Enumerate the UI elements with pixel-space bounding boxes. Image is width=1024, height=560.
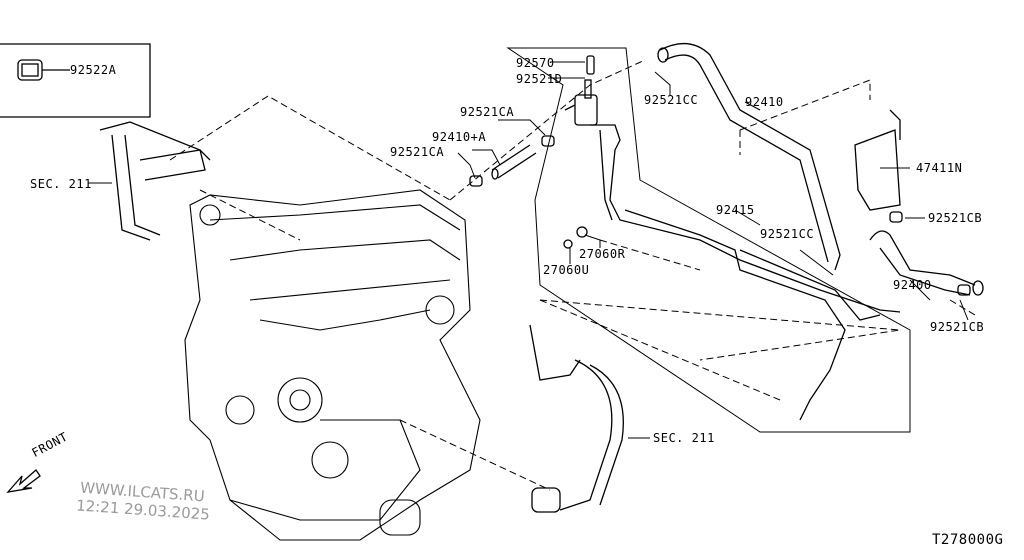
diagram-code: T278000G bbox=[932, 532, 1004, 548]
label-92521CC-mid: 92521CC bbox=[760, 227, 815, 241]
leader-lines bbox=[88, 61, 969, 439]
assembly-frame bbox=[506, 47, 911, 433]
label-92410A: 92410+A bbox=[432, 130, 487, 144]
label-92521CB-top: 92521CB bbox=[928, 211, 983, 225]
label-92415: 92415 bbox=[716, 203, 755, 217]
bracket-47411N bbox=[854, 109, 901, 211]
inset-frame bbox=[0, 43, 151, 118]
label-92521D: 92521D bbox=[516, 72, 563, 86]
hose-92410A bbox=[491, 144, 537, 180]
water-outlet-valve bbox=[564, 55, 901, 421]
left-pipe bbox=[99, 121, 211, 241]
label-92570: 92570 bbox=[516, 56, 555, 70]
label-92521CC-top: 92521CC bbox=[644, 93, 699, 107]
label-sec-211-left[interactable]: SEC. 211 bbox=[30, 177, 92, 191]
label-sec-211-bottom[interactable]: SEC. 211 bbox=[653, 431, 715, 445]
clips-CA bbox=[469, 135, 555, 187]
label-92400: 92400 bbox=[893, 278, 932, 292]
label-92521CA-top: 92521CA bbox=[460, 105, 515, 119]
bolts bbox=[563, 226, 588, 249]
label-27060R: 27060R bbox=[579, 247, 626, 261]
clips-CB bbox=[889, 211, 971, 296]
label-92410: 92410 bbox=[745, 95, 784, 109]
front-arrow-icon bbox=[6, 469, 41, 493]
label-47411N: 47411N bbox=[916, 161, 963, 175]
engine-block bbox=[184, 189, 481, 541]
label-27060U: 27060U bbox=[543, 263, 590, 277]
lower-pipe bbox=[529, 324, 624, 513]
label-92521CB-low: 92521CB bbox=[930, 320, 985, 334]
clip-92522A-icon bbox=[17, 59, 43, 81]
hose-92410 bbox=[657, 43, 841, 271]
label-92522A: 92522A bbox=[70, 63, 117, 77]
guide-lines bbox=[169, 59, 976, 491]
label-92521CA-low: 92521CA bbox=[390, 145, 445, 159]
